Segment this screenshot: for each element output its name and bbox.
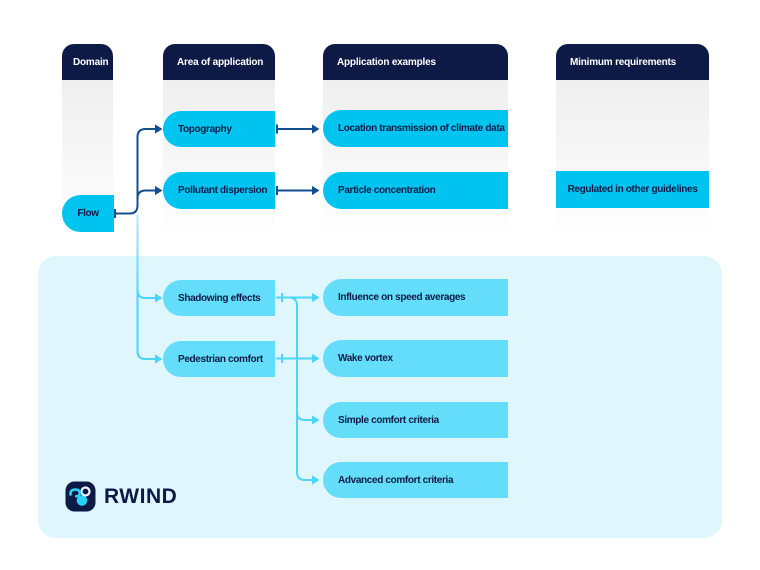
node-influence-speed-averages: Influence on speed averages	[323, 279, 508, 316]
node-particle-concentration: Particle concentration	[323, 172, 508, 209]
column-title: Application examples	[337, 56, 436, 68]
column-body-minimum-requirements	[556, 80, 709, 238]
node-wake-vortex: Wake vortex	[323, 340, 508, 377]
node-flow: Flow	[62, 195, 114, 232]
node-pedestrian-comfort: Pedestrian comfort	[163, 341, 275, 377]
column-header-minimum-requirements: Minimum requirements	[556, 44, 709, 80]
node-shadowing-effects: Shadowing effects	[163, 280, 275, 316]
node-topography: Topography	[163, 111, 275, 147]
node-location-transmission: Location transmission of climate data	[323, 110, 508, 147]
rwind-logo-text: RWIND	[104, 484, 178, 508]
column-title: Domain	[73, 56, 109, 68]
node-pollutant-dispersion: Pollutant dispersion	[163, 172, 275, 209]
node-advanced-comfort-criteria: Advanced comfort criteria	[323, 462, 508, 498]
node-simple-comfort-criteria: Simple comfort criteria	[323, 402, 508, 438]
node-regulated-other-guidelines: Regulated in other guidelines	[556, 171, 709, 208]
column-title: Minimum requirements	[570, 56, 677, 68]
rwind-logo: RWIND	[65, 481, 177, 512]
column-header-domain: Domain	[62, 44, 113, 80]
column-body-area-of-application	[163, 80, 275, 238]
rwind-logo-icon	[65, 481, 96, 512]
column-body-application-examples	[323, 80, 508, 238]
column-title: Area of application	[177, 56, 264, 68]
column-header-area-of-application: Area of application	[163, 44, 275, 80]
column-header-application-examples: Application examples	[323, 44, 508, 80]
